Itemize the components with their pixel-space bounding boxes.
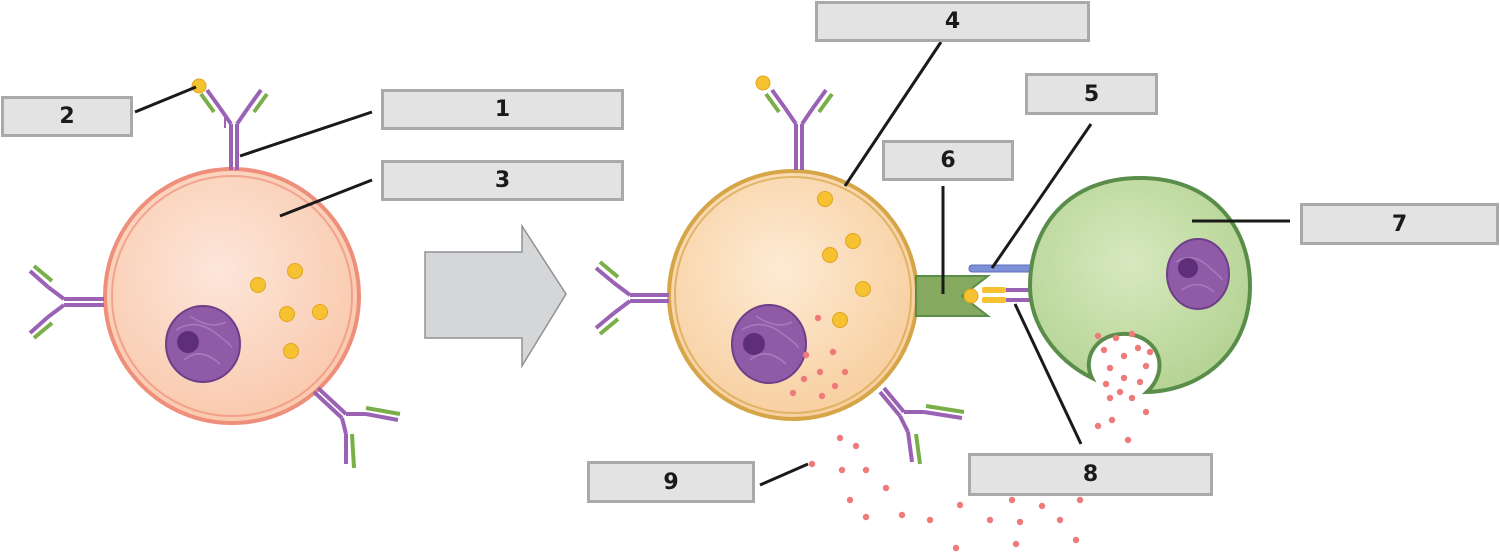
cytokine-dot xyxy=(1038,502,1046,510)
cytokine-dot xyxy=(829,348,837,356)
cytokine-dot xyxy=(1146,348,1154,356)
antigen-bound xyxy=(191,78,207,94)
label-box-6[interactable]: 6 xyxy=(882,140,1014,181)
leader-line-9 xyxy=(759,462,809,487)
label-box-3[interactable]: 3 xyxy=(381,160,624,201)
label-box-2[interactable]: 2 xyxy=(1,96,133,137)
cytokine-dot xyxy=(1056,516,1064,524)
cytokine-dot xyxy=(814,314,822,322)
cytokine-dot xyxy=(1100,346,1108,354)
cytokine-dot xyxy=(818,392,826,400)
cytokine-dot xyxy=(1008,496,1016,504)
b-cell-nucleus xyxy=(165,305,241,383)
cytokine-dot xyxy=(1106,394,1114,402)
label-box-4[interactable]: 4 xyxy=(815,1,1090,42)
cytokine-dot xyxy=(1120,352,1128,360)
presented-antigen xyxy=(963,288,979,304)
cytokine-dot xyxy=(1094,422,1102,430)
b-cell xyxy=(103,167,361,425)
cytokine-dot xyxy=(831,382,839,390)
cytokine-dot xyxy=(1142,362,1150,370)
cytokine-dot xyxy=(789,389,797,397)
leader-line-4 xyxy=(843,41,943,187)
leader-line-5 xyxy=(990,123,1093,269)
label-box-7[interactable]: 7 xyxy=(1300,203,1499,245)
cytokine-dot xyxy=(898,511,906,519)
leader-line-8 xyxy=(1013,303,1083,445)
cytokine-dot xyxy=(986,516,994,524)
helper-t-cell-nucleus xyxy=(1166,238,1230,310)
cytokine-dot xyxy=(1128,394,1136,402)
cytokine-dot xyxy=(952,544,960,552)
cytokine-dot xyxy=(852,442,860,450)
cytokine-dot xyxy=(816,368,824,376)
cytokine-dot xyxy=(1102,380,1110,388)
cytokine-dot xyxy=(841,368,849,376)
cytokine-dot xyxy=(1076,496,1084,504)
cytokine-dot xyxy=(882,484,890,492)
cytokine-dot xyxy=(802,351,810,359)
cytokine-dot xyxy=(1016,518,1024,526)
cytokine-dot xyxy=(836,434,844,442)
cytokine-dot xyxy=(808,460,816,468)
b-cell-receptor-bottom-right xyxy=(312,386,401,469)
cytokine-dots xyxy=(789,314,1154,552)
b-cell-receptor-top xyxy=(199,88,269,170)
antigen-particles-b-cell xyxy=(250,263,328,359)
cytokine-dot xyxy=(1142,408,1150,416)
b-cell-receptor-left xyxy=(28,264,104,340)
antigen-bound-plasma xyxy=(755,75,771,91)
antigen-particles-plasma-cell xyxy=(817,191,871,328)
label-box-9[interactable]: 9 xyxy=(587,461,755,503)
label-box-5[interactable]: 5 xyxy=(1025,73,1158,115)
plasma-cell-receptor-top xyxy=(764,88,834,170)
cd4-coreceptor xyxy=(968,264,1034,273)
cytokine-dot xyxy=(926,516,934,524)
cytokine-dot xyxy=(1072,536,1080,544)
cytokine-dot xyxy=(862,513,870,521)
cytokine-dot xyxy=(1106,364,1114,372)
cytokine-dot xyxy=(1134,344,1142,352)
leader-lines xyxy=(134,41,1290,487)
plasma-cell-receptor-left xyxy=(594,260,669,336)
cytokine-dot xyxy=(1012,540,1020,548)
plasma-cell-receptor-bottom xyxy=(878,386,965,465)
cytokine-dot xyxy=(1094,332,1102,340)
cytokine-dot xyxy=(1120,374,1128,382)
leader-line-1 xyxy=(239,110,373,158)
label-box-8[interactable]: 8 xyxy=(968,453,1213,496)
cytokine-dot xyxy=(956,501,964,509)
cytokine-dot xyxy=(800,375,808,383)
helper-t-cell xyxy=(1027,175,1253,395)
mhc-class-ii-molecule xyxy=(915,275,991,317)
cytokine-dot xyxy=(846,496,854,504)
leader-line-3 xyxy=(279,178,373,218)
plasma-cell xyxy=(667,169,919,421)
cytokine-dot xyxy=(1116,388,1124,396)
cytokine-dot xyxy=(838,466,846,474)
cytokine-dot xyxy=(1136,378,1144,386)
leader-line-2 xyxy=(134,85,197,114)
cytokine-dot xyxy=(1128,330,1136,338)
right-arrow-icon xyxy=(424,223,567,369)
cytokine-dot xyxy=(1108,416,1116,424)
cytokine-dot xyxy=(1124,436,1132,444)
cytokine-dot xyxy=(1112,334,1120,342)
label-box-1[interactable]: 1 xyxy=(381,89,624,130)
cytokine-dot xyxy=(862,466,870,474)
plasma-cell-nucleus xyxy=(731,304,807,384)
